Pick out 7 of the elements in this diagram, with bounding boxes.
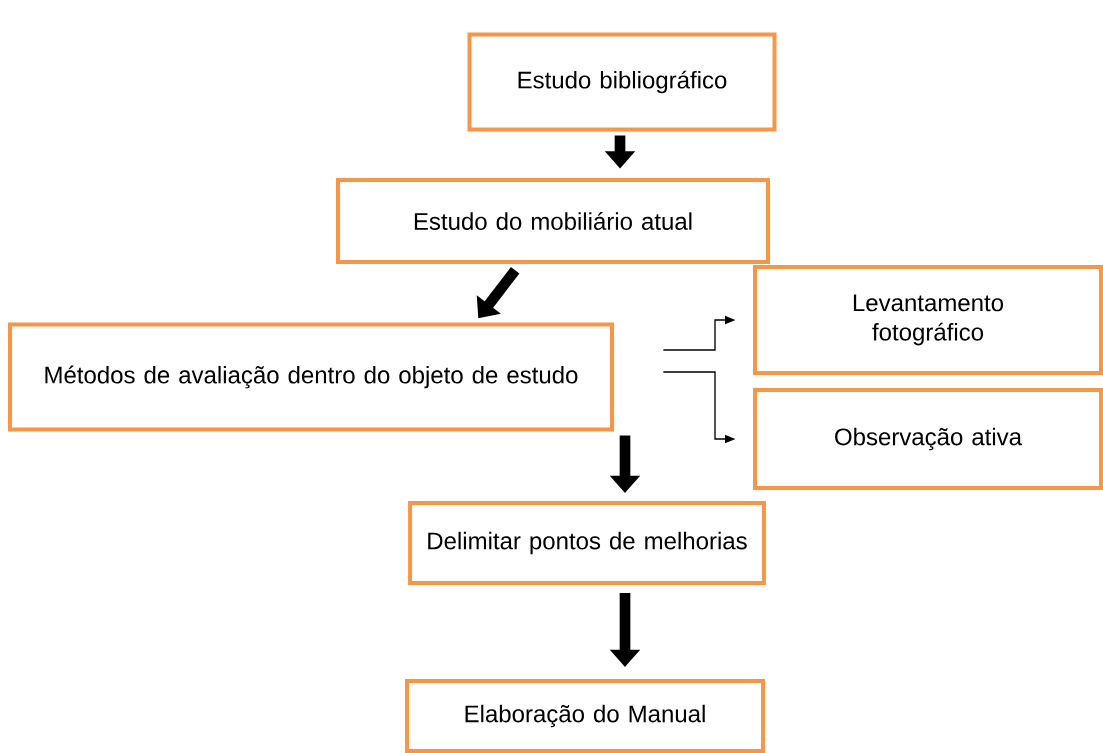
process-box: Métodos de avaliação dentro do objeto de estudo <box>8 322 614 432</box>
process-box: Elaboração do Manual <box>405 679 765 753</box>
process-box: Delimitar pontos de melhorias <box>408 501 766 585</box>
process-box: Estudo do mobiliário atual <box>336 178 770 264</box>
process-box: Observação ativa <box>753 388 1103 490</box>
process-box: Levantamento fotográfico <box>753 265 1103 375</box>
process-box: Estudo bibliográfico <box>467 32 777 132</box>
